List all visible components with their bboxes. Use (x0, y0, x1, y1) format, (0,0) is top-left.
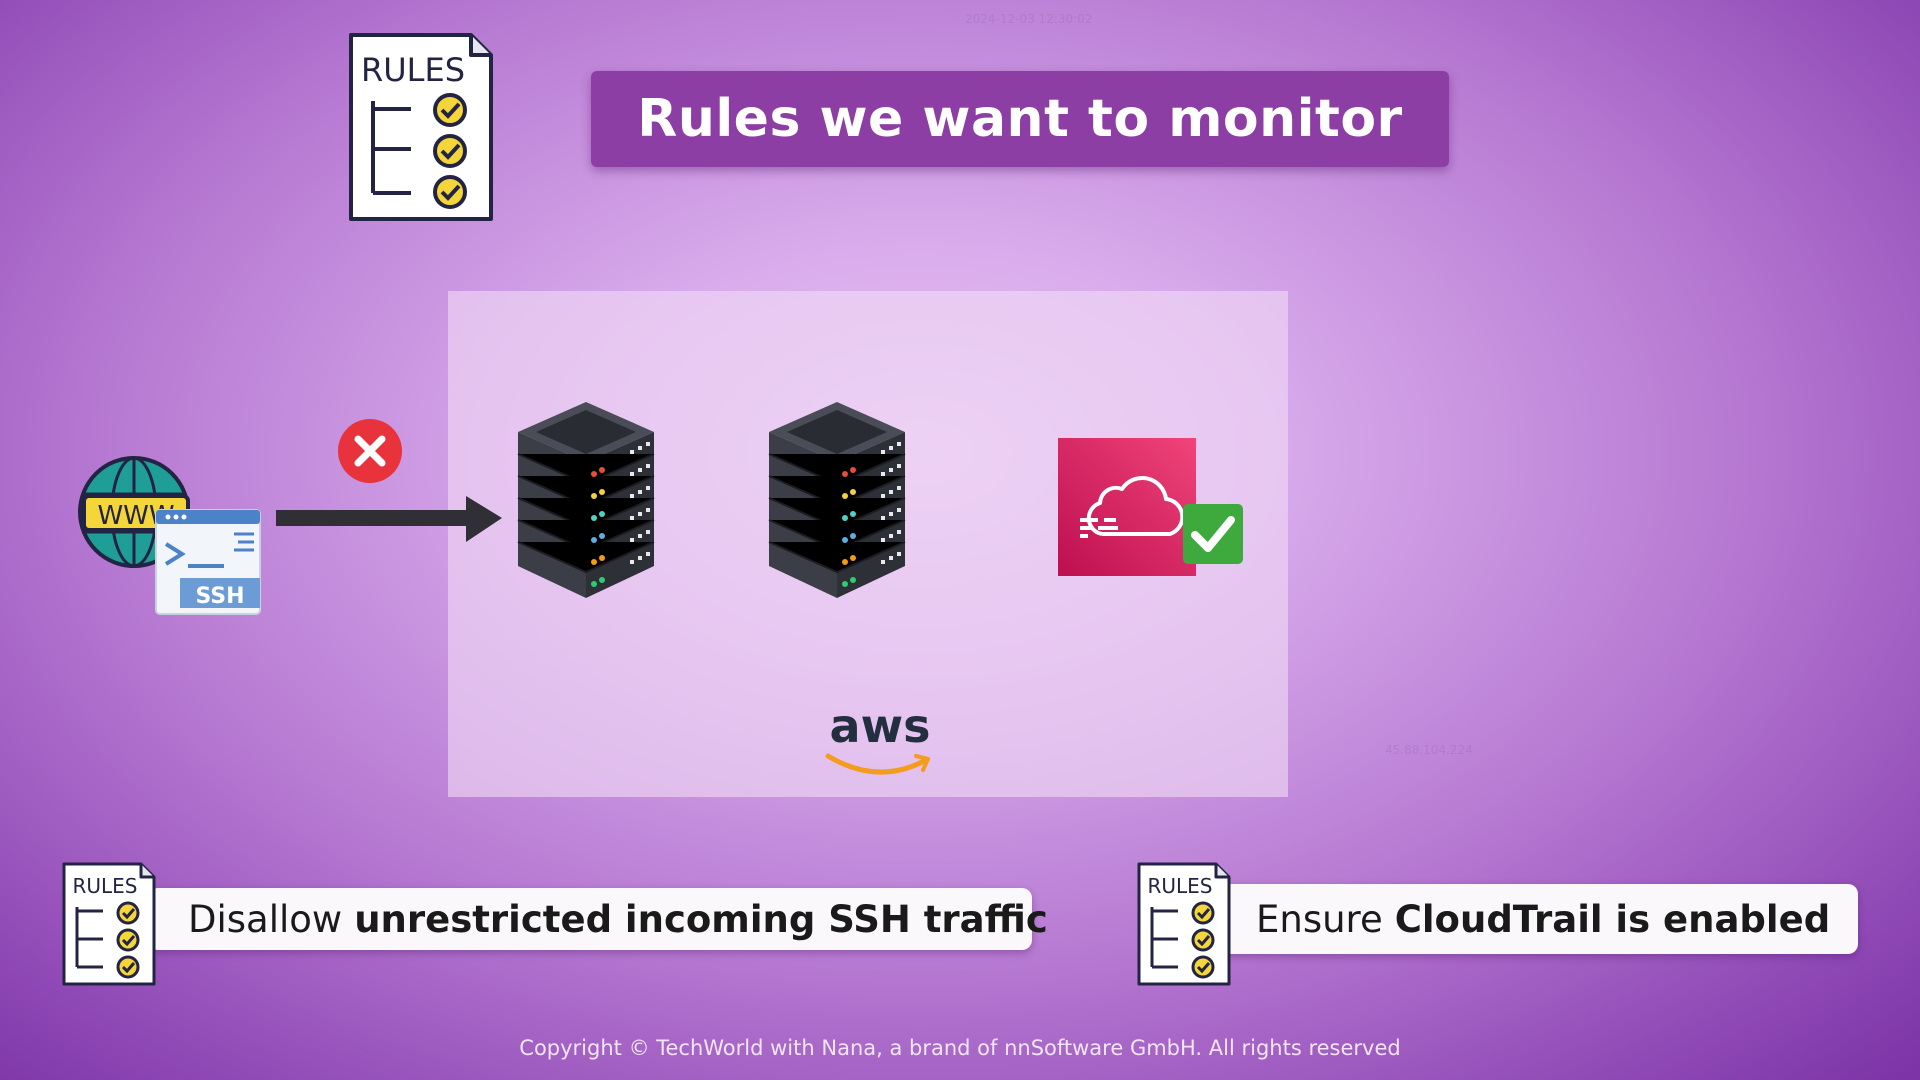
rules-checklist-icon: RULES (62, 862, 156, 986)
rule-cloudtrail-detail: CloudTrail is enabled (1394, 897, 1831, 941)
rules-icon-label: RULES (361, 51, 465, 89)
server-rack-icon (517, 402, 655, 598)
ssh-label: SSH (195, 584, 244, 609)
aws-logo: aws (825, 699, 931, 775)
rule-cloudtrail: Ensure CloudTrail is enabled (1222, 884, 1858, 954)
rule-cloudtrail-verb: Ensure (1256, 897, 1383, 941)
cloudtrail-icon (1058, 438, 1196, 576)
ip-watermark: 45.88.104.224 (1385, 743, 1473, 757)
rule-ssh: Disallow unrestricted incoming SSH traff… (148, 888, 1048, 950)
check-icon (1183, 504, 1243, 564)
aws-label: aws (830, 699, 931, 753)
rules-checklist-icon: RULES (1137, 862, 1231, 986)
timestamp-watermark: 2024-12-03 12:30:02 (965, 12, 1093, 26)
rule-ssh-detail: unrestricted incoming SSH traffic (354, 897, 1048, 941)
page-title: Rules we want to monitor (637, 89, 1403, 149)
rules-checklist-icon: RULES (349, 33, 493, 221)
rules-icon-label: RULES (72, 874, 137, 898)
server-rack-icon (768, 402, 906, 598)
copyright-text: Copyright © TechWorld with Nana, a brand… (519, 1036, 1401, 1060)
arrow-right-icon (276, 496, 502, 542)
rule-ssh-verb: Disallow (188, 897, 343, 941)
ssh-terminal-icon: SSH (155, 509, 261, 615)
title-banner: Rules we want to monitor (591, 71, 1449, 167)
rules-icon-label: RULES (1147, 874, 1212, 898)
blocked-x-icon (338, 419, 402, 483)
